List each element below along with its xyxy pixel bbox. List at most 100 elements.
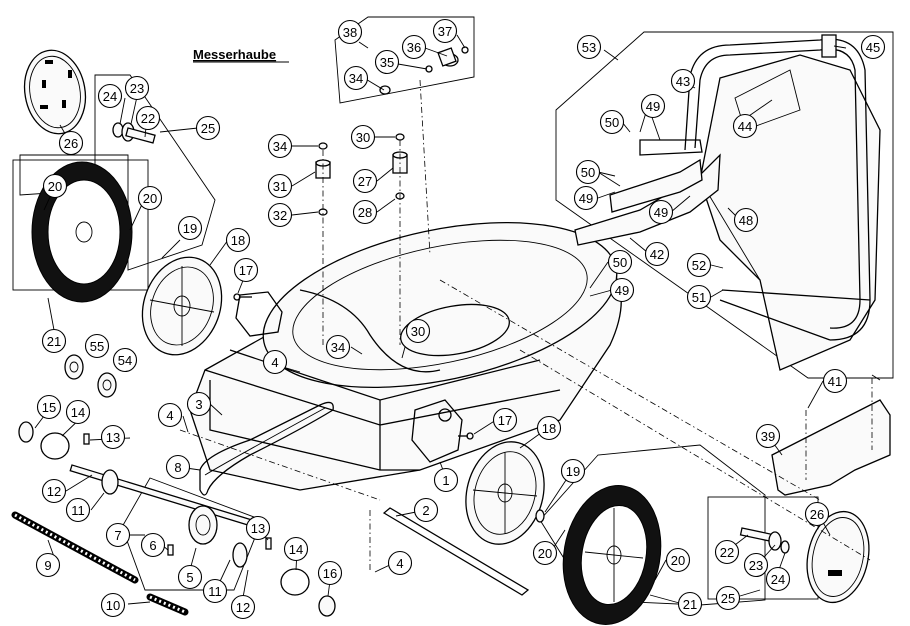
- callout-18: 18: [225, 227, 251, 253]
- callout-label: 17: [498, 413, 512, 428]
- callout-circle: [177, 564, 203, 590]
- callout-label: 26: [810, 507, 824, 522]
- right-bracket: [411, 399, 463, 463]
- callout-circle: [686, 252, 712, 278]
- right-wheel: [562, 485, 662, 625]
- callout-circle: [374, 49, 400, 75]
- callout-label: 5: [186, 570, 193, 585]
- height-bar: [382, 507, 530, 596]
- callout-label: 49: [654, 205, 668, 220]
- callout-circle: [283, 536, 309, 562]
- drive-belt-inner: [204, 407, 326, 476]
- callout-22: 22: [135, 105, 161, 131]
- callout-43: 43: [670, 68, 696, 94]
- callout-circle: [715, 585, 741, 611]
- callout-28: 28: [352, 199, 378, 225]
- callout-label: 3: [195, 397, 202, 412]
- callout-circle: [573, 185, 599, 211]
- callout-circle: [401, 34, 427, 60]
- callout-label: 34: [349, 71, 363, 86]
- callout-label: 9: [44, 558, 51, 573]
- callout-circle: [352, 199, 378, 225]
- callout-label: 4: [396, 556, 403, 571]
- callout-label: 21: [683, 597, 697, 612]
- callout-label: 15: [42, 400, 56, 415]
- callout-label: 30: [411, 324, 425, 339]
- callout-label: 7: [114, 528, 121, 543]
- callout-label: 31: [273, 179, 287, 194]
- callout-26: 26: [58, 130, 84, 156]
- grass-catcher: [699, 54, 881, 371]
- callout-11: 11: [65, 497, 91, 523]
- key-13-right: [265, 537, 272, 550]
- callout-circle: [432, 18, 458, 44]
- callout-34: 34: [343, 65, 369, 91]
- callout-11-2: 11: [202, 578, 228, 604]
- callout-2: 2: [413, 497, 439, 523]
- callout-49-2: 49: [573, 185, 599, 211]
- callout-label: 48: [739, 213, 753, 228]
- callout-circle: [177, 215, 203, 241]
- callout-label: 4: [166, 408, 173, 423]
- callout-5: 5: [177, 564, 203, 590]
- callout-label: 23: [749, 558, 763, 573]
- callout-20-3: 20: [532, 540, 558, 566]
- callout-36: 36: [401, 34, 427, 60]
- drive-axle: [69, 464, 265, 568]
- callout-circle: [124, 75, 150, 101]
- callout-label: 32: [273, 208, 287, 223]
- callout-label: 34: [273, 139, 287, 154]
- callout-8: 8: [165, 454, 191, 480]
- callout-label: 43: [676, 74, 690, 89]
- gear-15: [18, 421, 34, 443]
- callout-circle: [317, 560, 343, 586]
- construction-line-b: [519, 349, 871, 561]
- callout-label: 6: [149, 538, 156, 553]
- callout-circle: [186, 391, 212, 417]
- callout-circle: [644, 241, 670, 267]
- callout-label: 36: [407, 40, 421, 55]
- callout-circle: [413, 497, 439, 523]
- axle-group-frame: [121, 477, 263, 591]
- callout-label: 21: [47, 334, 61, 349]
- callout-1: 1: [433, 467, 459, 493]
- callout-circle: [609, 277, 635, 303]
- callout-circle: [732, 113, 758, 139]
- callout-circle: [560, 458, 586, 484]
- callout-54: 54: [112, 347, 138, 373]
- callout-circle: [343, 65, 369, 91]
- callout-53: 53: [576, 34, 602, 60]
- callout-14: 14: [65, 399, 91, 425]
- callout-20: 20: [42, 173, 68, 199]
- callout-label: 23: [130, 81, 144, 96]
- callout-circle: [686, 284, 712, 310]
- callout-label: 10: [106, 598, 120, 613]
- spacers-left: [315, 142, 331, 216]
- callout-label: 12: [47, 484, 61, 499]
- key-13-left: [83, 433, 90, 445]
- right-axle-bolt: [739, 527, 790, 554]
- callout-label: 20: [538, 546, 552, 561]
- callout-circle: [575, 159, 601, 185]
- callout-label: 25: [721, 591, 735, 606]
- callout-circle: [41, 478, 67, 504]
- callout-24: 24: [97, 83, 123, 109]
- callout-label: 22: [720, 545, 734, 560]
- callout-13-2: 13: [245, 515, 271, 541]
- callout-circle: [765, 566, 791, 592]
- gear-54: [97, 372, 117, 398]
- callout-label: 25: [201, 121, 215, 136]
- callout-label: 14: [289, 542, 303, 557]
- threaded-rod-10: [146, 593, 189, 616]
- callout-label: 45: [866, 40, 880, 55]
- callout-circle: [35, 552, 61, 578]
- callout-label: 19: [566, 464, 580, 479]
- callout-label: 24: [103, 89, 117, 104]
- left-hub-cap: [23, 49, 87, 135]
- callout-circle: [202, 578, 228, 604]
- callout-circle: [804, 501, 830, 527]
- callout-15: 15: [36, 394, 62, 420]
- callout-27: 27: [352, 168, 378, 194]
- callout-label: 20: [671, 553, 685, 568]
- construction-line-a: [439, 279, 821, 501]
